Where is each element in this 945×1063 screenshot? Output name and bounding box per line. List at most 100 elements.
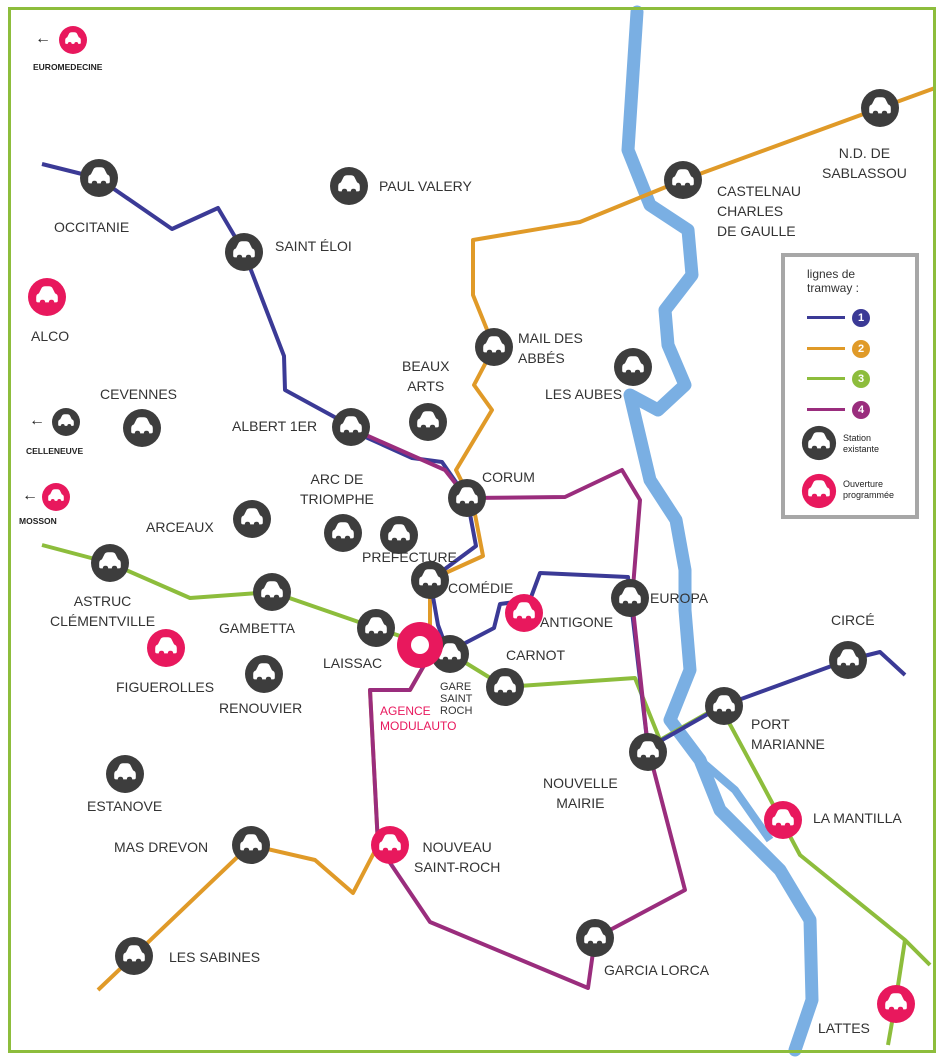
legend-line-1-number: 1 [852, 309, 870, 327]
station-estanove-icon [106, 755, 144, 793]
label-arc-de-triomphe: ARC DE TRIOMPHE [300, 471, 374, 507]
label-antigone: ANTIGONE [540, 614, 614, 630]
station-renouvier-icon [245, 655, 283, 693]
station-garcia-lorca-icon [576, 919, 614, 957]
station-arc-de-triomphe-icon [324, 514, 362, 552]
label-nd-sablassou: N.D. DE SABLASSOU [822, 145, 907, 181]
legend-line-3: 3 [807, 369, 877, 389]
label-prefecture: PREFECTURE [362, 549, 457, 565]
legend-existing-label: Station existante [843, 433, 880, 454]
station-port-marianne-icon [705, 687, 743, 725]
station-corum-icon [448, 479, 486, 517]
label-mosson: MOSSON [19, 516, 57, 526]
legend-line-2-number: 2 [852, 340, 870, 358]
station-antigone-icon [505, 594, 543, 632]
station-prefecture-icon [380, 516, 418, 554]
station-occitanie-icon [80, 159, 118, 197]
label-circe: CIRCÉ [831, 612, 875, 628]
arrow-left-icon: ← [22, 487, 38, 504]
legend-line-1: 1 [807, 308, 877, 328]
station-europa-icon [611, 579, 649, 617]
label-lattes: LATTES [818, 1020, 870, 1036]
label-garcia-lorca: GARCIA LORCA [604, 962, 710, 978]
label-albert-1er: ALBERT 1ER [232, 418, 318, 434]
label-castelnau: CASTELNAU CHARLES DE GAULLE [717, 183, 802, 239]
station-astruc-icon [91, 544, 129, 582]
label-les-aubes: LES AUBES [545, 386, 623, 402]
label-port-marianne: PORT MARIANNE [751, 716, 825, 752]
label-cevennes: CEVENNES [100, 386, 178, 402]
label-gare-saint-roch: GARE SAINT ROCH [440, 681, 473, 717]
label-astruc: ASTRUC CLÉMENTVILLE [50, 593, 156, 629]
label-gambetta: GAMBETTA [219, 620, 295, 636]
legend-planned-icon [801, 473, 837, 509]
label-estanove: ESTANOVE [87, 798, 163, 814]
label-nouveau-saint-roch: NOUVEAU SAINT-ROCH [414, 839, 501, 875]
legend-existing-icon [801, 425, 837, 461]
station-mas-drevon-icon [232, 826, 270, 864]
station-nouvelle-mairie-icon [629, 733, 667, 771]
station-cevennes-icon [123, 409, 161, 447]
label-corum: CORUM [482, 469, 535, 485]
station-la-mantilla-icon [764, 801, 802, 839]
label-comedie: COMÉDIE [448, 580, 514, 596]
tram-line-3 [41, 543, 932, 967]
agency-marker [397, 622, 443, 668]
legend: lignes de tramway : 1 2 3 4 Station exis… [781, 253, 919, 519]
label-renouvier: RENOUVIER [219, 700, 303, 716]
tram-line-4 [349, 426, 687, 990]
label-celleneuve: CELLENEUVE [26, 446, 84, 456]
station-euromedecine-icon [59, 26, 87, 54]
arrow-left-icon: ← [29, 412, 45, 429]
label-la-mantilla: LA MANTILLA [813, 810, 902, 826]
label-mail-des-abbes: MAIL DES ABBÉS [518, 330, 583, 366]
label-euromedecine: EUROMEDECINE [33, 62, 103, 72]
station-comedie-icon [411, 561, 449, 599]
station-lattes-icon [877, 985, 915, 1023]
station-albert-1er-icon [332, 408, 370, 446]
label-occitanie: OCCITANIE [54, 219, 130, 235]
agency-label: AGENCE MODULAUTO [380, 704, 457, 733]
station-celleneuve-icon [52, 408, 80, 436]
label-europa: EUROPA [650, 590, 709, 606]
arrow-left-icon: ← [35, 30, 51, 47]
river-branch [666, 717, 774, 843]
station-laissac-icon [357, 609, 395, 647]
label-mas-drevon: MAS DREVON [114, 839, 209, 855]
label-nouvelle-mairie: NOUVELLE MAIRIE [543, 775, 618, 811]
station-les-aubes-icon [614, 348, 652, 386]
label-alco: ALCO [31, 328, 70, 344]
legend-line-3-swatch [807, 377, 845, 380]
station-castelnau-icon [664, 161, 702, 199]
legend-line-2-swatch [807, 347, 845, 350]
station-alco-icon [28, 278, 66, 316]
station-nouveau-saint-roch-icon [371, 826, 409, 864]
legend-title: lignes de tramway : [807, 267, 860, 295]
label-saint-eloi: SAINT ÉLOI [275, 238, 352, 254]
station-circe-icon [829, 641, 867, 679]
legend-line-4: 4 [807, 400, 877, 420]
tram-line-2 [96, 86, 936, 992]
label-les-sabines: LES SABINES [169, 949, 261, 965]
label-figuerolles: FIGUEROLLES [116, 679, 215, 695]
station-les-sabines-icon [115, 937, 153, 975]
station-beaux-arts-icon [409, 403, 447, 441]
legend-planned-label: Ouverture programmée [843, 479, 895, 500]
station-paul-valery-icon [330, 167, 368, 205]
label-paul-valery: PAUL VALERY [379, 178, 472, 194]
station-saint-eloi-icon [225, 233, 263, 271]
legend-line-3-number: 3 [852, 370, 870, 388]
label-carnot: CARNOT [506, 647, 566, 663]
legend-line-1-swatch [807, 316, 845, 319]
label-arceaux: ARCEAUX [146, 519, 214, 535]
legend-line-4-number: 4 [852, 401, 870, 419]
station-carnot-icon [486, 668, 524, 706]
station-mail-des-abbes-icon [475, 328, 513, 366]
station-figuerolles-icon [147, 629, 185, 667]
river-lez [621, 5, 819, 1057]
station-nd-sablassou-icon [861, 89, 899, 127]
legend-line-4-swatch [807, 408, 845, 411]
station-arceaux-icon [233, 500, 271, 538]
station-mosson-icon [42, 483, 70, 511]
